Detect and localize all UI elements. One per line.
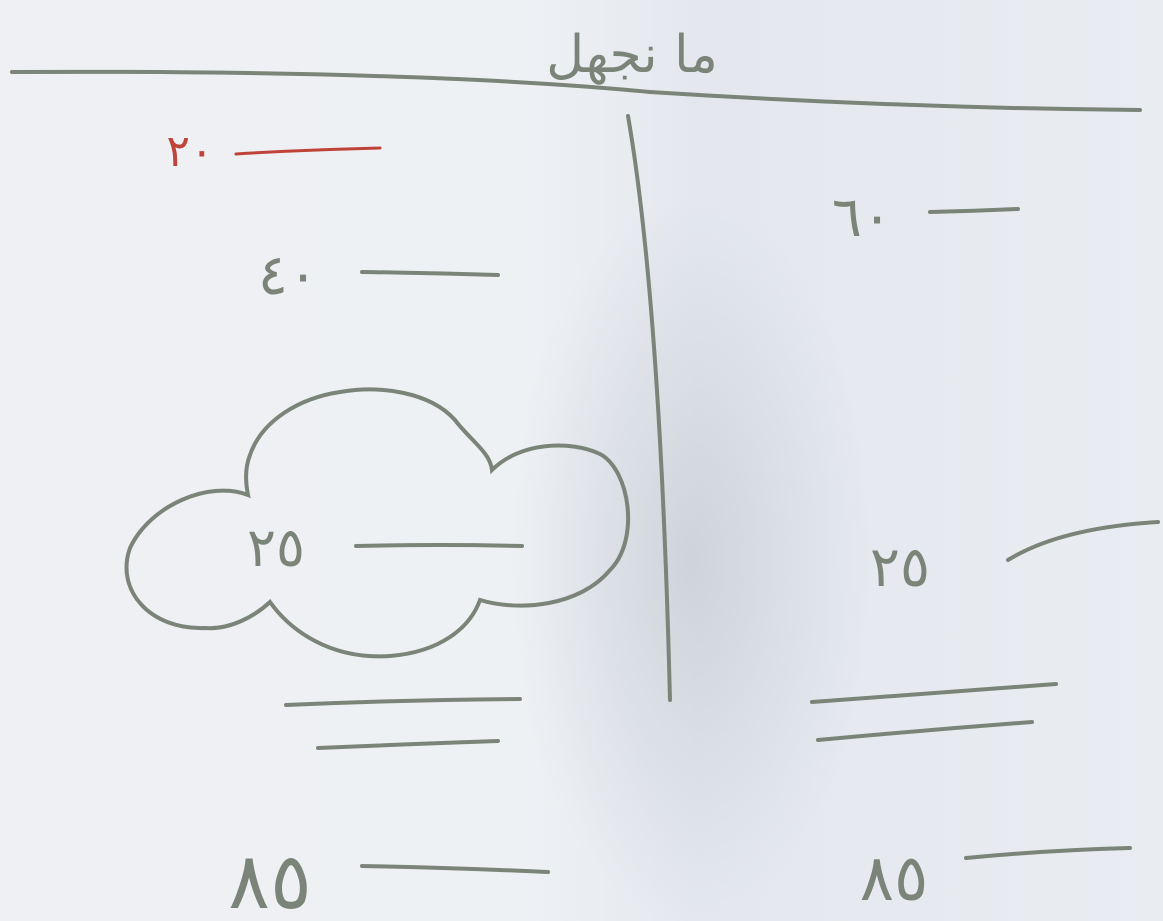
line-left-cloud: [354, 543, 524, 548]
line-left-bottom: [360, 864, 550, 874]
value-left-bottom: ٨٥: [228, 837, 312, 921]
line-right-1: [928, 207, 1020, 214]
equals-left-bottom: [316, 739, 500, 750]
value-right-bottom: ٨٥: [860, 842, 929, 916]
value-right-top: ٦٠: [832, 185, 892, 250]
line-left-2: [360, 270, 500, 277]
page-heading: ما نجهل: [546, 25, 718, 85]
equals-right-bottom: [816, 720, 1034, 742]
column-divider: [626, 114, 672, 702]
value-left-top: ٢٠: [166, 126, 213, 177]
equals-right-top: [810, 682, 1058, 704]
line-right-bottom: [964, 846, 1132, 860]
value-left-cloud: ٢٥: [247, 516, 305, 579]
header-line: [10, 69, 1142, 112]
value-right-middle: ٢٥: [870, 535, 930, 600]
equals-left-top: [284, 697, 522, 707]
line-left-1: [234, 146, 382, 156]
value-left-second: ٤٠: [258, 243, 318, 308]
cloud-outline: [124, 387, 631, 659]
line-right-2: [1006, 520, 1160, 562]
